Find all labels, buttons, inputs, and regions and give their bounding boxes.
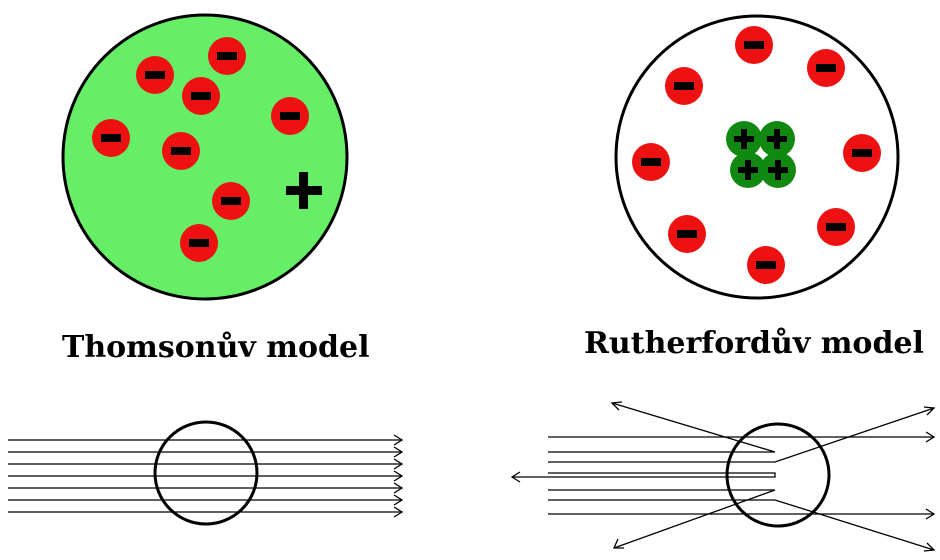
electron	[271, 97, 309, 135]
particle-ray-deflected	[548, 499, 936, 552]
thomson-atom	[61, 13, 349, 301]
particle-ray-deflected	[548, 401, 776, 453]
electron	[807, 49, 845, 87]
electron	[136, 56, 174, 94]
particle-ray	[8, 506, 404, 518]
particle-ray	[8, 458, 404, 470]
electron	[180, 224, 218, 262]
electron	[182, 77, 220, 115]
electron	[843, 134, 881, 172]
electron	[747, 246, 785, 284]
particle-ray	[8, 482, 404, 494]
particle-ray	[548, 431, 936, 443]
electron	[212, 182, 250, 220]
electron	[668, 215, 706, 253]
rutherford-scattering-experiment	[510, 401, 936, 552]
rutherford-atom	[614, 14, 900, 300]
electron	[92, 119, 130, 157]
positive-charge-symbol	[286, 172, 322, 209]
thomson-model-caption: Thomsonův model	[62, 330, 370, 365]
particle-ray	[8, 470, 404, 482]
electron	[208, 37, 246, 75]
proton	[730, 152, 766, 188]
thomson-positive-sphere	[61, 13, 349, 301]
rutherford-model-caption: Rutherfordův model	[584, 326, 924, 361]
particle-ray-deflected	[548, 489, 776, 549]
electron	[665, 67, 703, 105]
proton	[726, 121, 762, 157]
rutherford-target-atom	[725, 422, 831, 528]
particle-ray	[8, 494, 404, 506]
particle-ray	[8, 446, 404, 458]
particle-ray	[8, 434, 404, 446]
particle-ray-deflected	[548, 406, 936, 463]
thomson-scattering-experiment	[8, 420, 404, 526]
nucleus	[726, 121, 796, 188]
thomson-target-atom	[153, 420, 259, 526]
particle-ray-backscattered	[510, 471, 776, 483]
proton	[760, 152, 796, 188]
electron	[162, 132, 200, 170]
electron	[817, 208, 855, 246]
electron	[632, 143, 670, 181]
electron	[735, 26, 773, 64]
proton	[759, 121, 795, 157]
particle-ray	[548, 508, 936, 520]
